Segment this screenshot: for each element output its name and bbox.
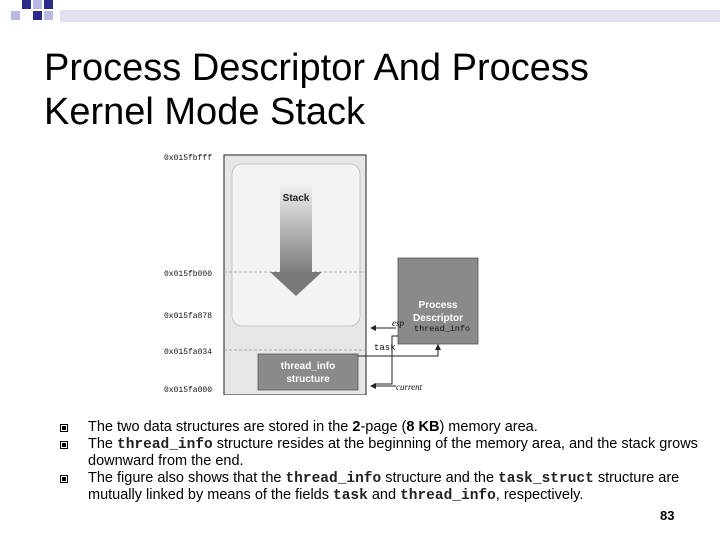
bullet-text: and: [367, 487, 401, 503]
bullet-text: , respectively.: [495, 487, 584, 503]
process-descriptor-box: [397, 257, 479, 345]
thread-info-box: [257, 353, 359, 391]
bullet-text: The figure also shows that the: [88, 469, 286, 486]
address-label: 0x015fbfff: [164, 154, 212, 163]
title-line-1: Process Descriptor And Process: [44, 47, 589, 89]
bullet-code: thread_info: [285, 470, 382, 487]
address-label: 0x015fa878: [164, 312, 212, 321]
stack-arrow-head: [270, 272, 322, 296]
stack-arrow-shaft: [280, 182, 312, 274]
address-label: 0x015fb000: [164, 270, 212, 279]
process-descriptor-label: Process: [419, 300, 458, 311]
square-dark: [33, 11, 42, 20]
current-label: current: [396, 382, 423, 392]
esp-label: esp: [392, 318, 404, 328]
bullet-marker-icon: [60, 474, 68, 483]
bullet-list: The two data structures are stored in th…: [60, 419, 700, 505]
thread-info-pointer-label: thread_info: [414, 324, 470, 334]
bullet-text: structure resides at the beginning of th…: [88, 435, 698, 470]
header-rule: [60, 10, 720, 22]
square-light: [33, 0, 42, 9]
bullet-text: structure and the: [381, 469, 499, 486]
bullet-text: ) memory area.: [439, 419, 538, 435]
stack-label: Stack: [283, 193, 310, 204]
kernel-stack-diagram: 0x015fbfff 0x015fb000 0x015fa878 0x015fa…: [164, 154, 479, 395]
bullet-text: structure are mutually linked by means o…: [88, 469, 680, 504]
square-dark: [22, 0, 31, 9]
bullet-text: The two data structures are stored in th…: [88, 419, 353, 435]
thread-info-pointer-line: [374, 335, 398, 385]
task-label: task: [374, 343, 396, 353]
bullet-text: The: [88, 435, 118, 452]
address-label: 0x015fa034: [164, 348, 212, 357]
esp-arrow-head: [370, 325, 376, 331]
thread-info-box-label: thread_info: [281, 361, 335, 372]
bullet-code: thread_info: [400, 488, 496, 504]
bullet-item: The figure also shows that the thread_in…: [60, 470, 700, 505]
bullet-code: task_struct: [498, 470, 594, 487]
decorative-squares: [0, 0, 60, 30]
bullet-text: -page (: [360, 419, 407, 435]
slide-title: Process Descriptor And Process Kernel Mo…: [44, 46, 684, 134]
thread-info-box-label: structure: [286, 374, 330, 385]
bullet-item: The thread_info structure resides at the…: [60, 436, 700, 470]
square-light: [11, 11, 20, 20]
square-light: [44, 11, 53, 20]
task-arrow-head: [435, 344, 441, 350]
bullet-marker-icon: [60, 424, 68, 432]
process-descriptor-label: Descriptor: [413, 313, 463, 324]
bullet-number: 2: [352, 419, 361, 435]
current-arrow-head: [370, 383, 376, 389]
bullet-code: task: [333, 488, 368, 504]
task-pointer-line: [358, 344, 439, 357]
bullet-marker-icon: [60, 440, 68, 449]
square-dark: [44, 0, 53, 9]
page-number: 83: [660, 508, 675, 523]
address-label: 0x015fa000: [164, 386, 212, 395]
bullet-item: The two data structures are stored in th…: [60, 419, 700, 436]
bullet-number: 8 KB: [406, 419, 440, 435]
bullet-code: thread_info: [117, 436, 213, 453]
title-line-2: Kernel Mode Stack: [44, 91, 366, 133]
